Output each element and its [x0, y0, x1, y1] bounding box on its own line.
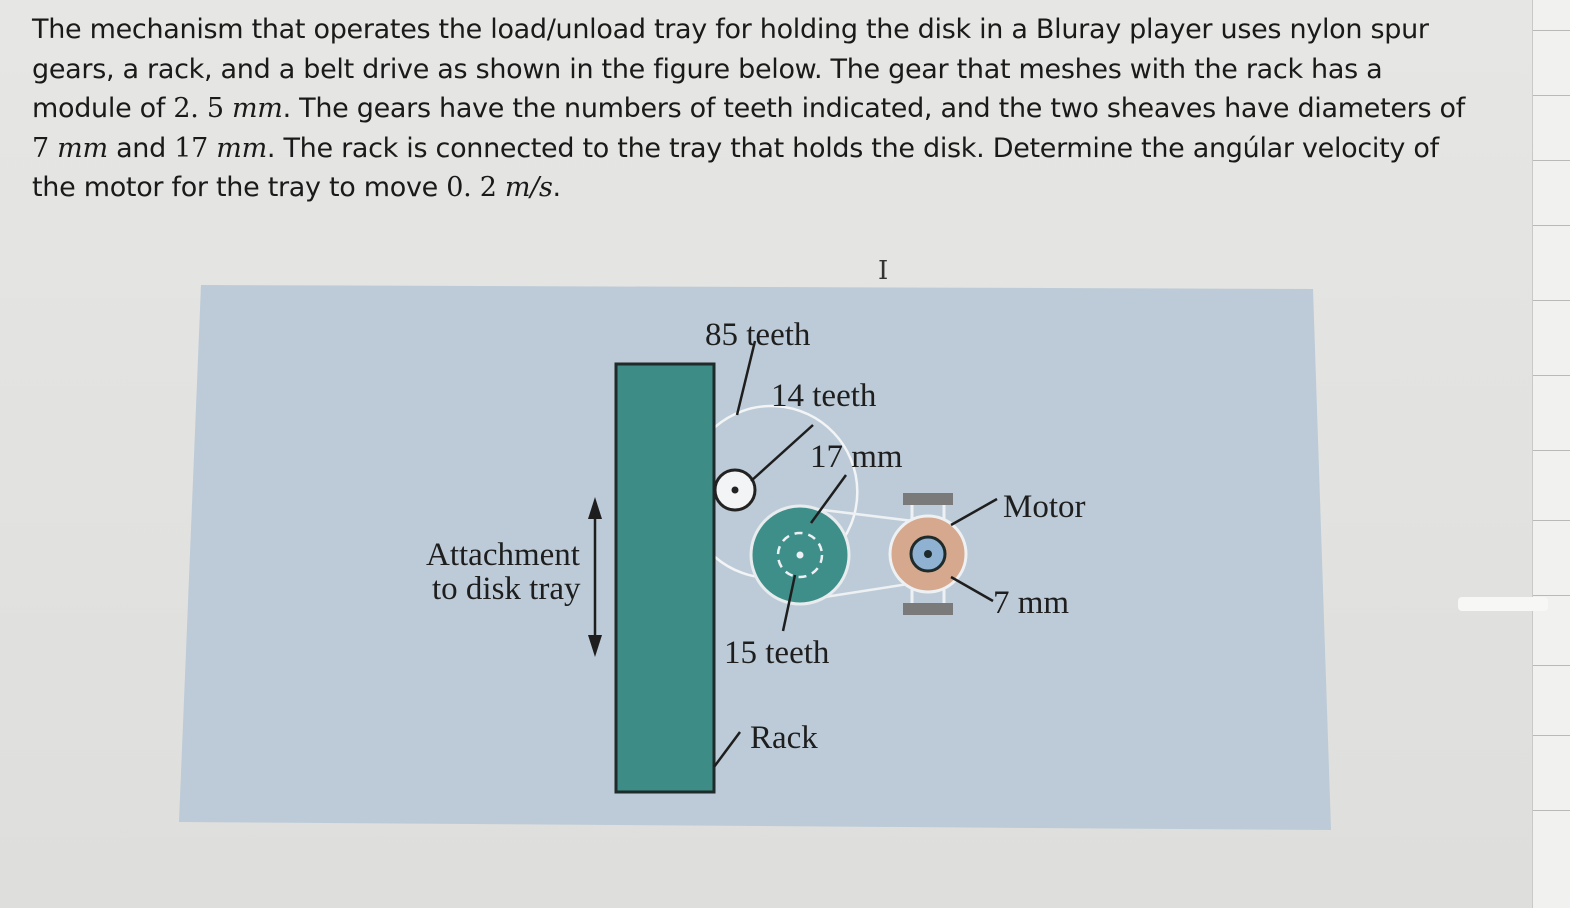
- rack: [614, 362, 716, 794]
- sheave-17mm: [776, 531, 824, 579]
- label-attachment-line-1: Attachment: [426, 537, 580, 573]
- leader-15-teeth: [781, 574, 797, 632]
- motor-frame-bottom: [903, 603, 953, 615]
- problem-line-3: module of 2. 5 mm. The gears have the nu…: [32, 93, 1465, 124]
- label-15-teeth: 15 teeth: [724, 635, 830, 671]
- leader-rack: [712, 731, 742, 768]
- label-85-teeth: 85 teeth: [705, 317, 811, 353]
- notebook-side-panel: [1532, 0, 1570, 908]
- gear-train-figure: 85 teeth 14 teeth 17 mm Motor Attachment…: [179, 285, 1331, 830]
- label-17-mm: 17 mm: [810, 439, 903, 475]
- leader-motor: [950, 497, 998, 527]
- label-motor: Motor: [1003, 489, 1086, 525]
- arrow-head-up: [588, 497, 602, 519]
- mechanism-diagram: 85 teeth 14 teeth 17 mm Motor Attachment…: [179, 285, 1331, 830]
- gear-15-center: [796, 551, 804, 559]
- problem-statement: The mechanism that operates the load/unl…: [32, 10, 1502, 208]
- label-14-teeth: 14 teeth: [771, 378, 877, 414]
- pinion-center: [731, 486, 739, 494]
- label-attachment-line-2: to disk tray: [432, 571, 581, 607]
- motor-shaft: [924, 550, 932, 558]
- problem-line-4: 7 mm and 17 mm. The rack is connected to…: [32, 132, 1439, 164]
- motor-frame-top: [903, 493, 953, 505]
- scroll-highlight: [1458, 597, 1548, 611]
- arrow-head-down: [588, 635, 602, 657]
- leader-17-mm: [809, 474, 848, 524]
- label-rack: Rack: [750, 720, 818, 756]
- text-cursor-icon: I: [878, 256, 889, 286]
- leader-14-teeth: [750, 424, 814, 482]
- leader-85-teeth: [735, 340, 757, 416]
- problem-line-2: gears, a rack, and a belt drive as shown…: [32, 53, 1383, 85]
- problem-line-1: The mechanism that operates the load/unl…: [32, 14, 1429, 45]
- label-7-mm: 7 mm: [993, 585, 1069, 621]
- leader-7-mm: [950, 575, 994, 603]
- problem-line-5: the motor for the tray to move 0. 2 m/s.: [32, 172, 561, 203]
